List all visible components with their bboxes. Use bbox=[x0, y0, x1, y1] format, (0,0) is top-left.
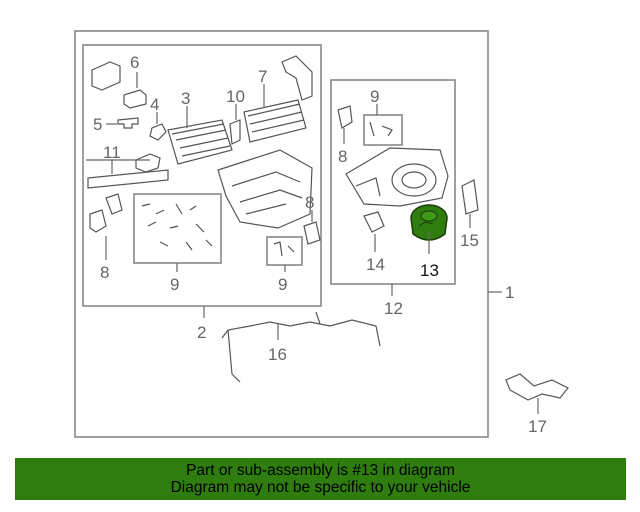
info-banner: Part or sub-assembly is #13 in diagram D… bbox=[15, 458, 626, 500]
part-4 bbox=[149, 123, 167, 141]
callout-6: 6 bbox=[130, 53, 139, 72]
callout-13: 13 bbox=[420, 261, 439, 280]
callout-12: 12 bbox=[384, 299, 403, 318]
callout-3: 3 bbox=[181, 89, 190, 108]
banner-line-2: Diagram may not be specific to your vehi… bbox=[170, 479, 471, 496]
part-9-set-a bbox=[141, 203, 213, 251]
callout-8-left: 8 bbox=[100, 263, 109, 282]
part-7 bbox=[243, 55, 313, 143]
callout-10: 10 bbox=[226, 87, 245, 106]
part-9-box-b bbox=[363, 114, 403, 146]
blower-case bbox=[345, 147, 449, 207]
part-9-set-c bbox=[273, 241, 295, 257]
callout-4: 4 bbox=[150, 95, 159, 114]
part-10 bbox=[229, 119, 241, 145]
part-6 bbox=[91, 61, 147, 109]
part-13-blower-motor[interactable] bbox=[410, 204, 448, 241]
part-11 bbox=[87, 153, 169, 189]
callout-9-b: 9 bbox=[370, 87, 379, 106]
part-8-right bbox=[337, 105, 353, 129]
part-16 bbox=[221, 311, 381, 383]
callout-16: 16 bbox=[268, 345, 287, 364]
callout-11: 11 bbox=[103, 143, 121, 162]
part-8-left bbox=[89, 193, 123, 233]
part-5 bbox=[117, 117, 139, 129]
callout-9-a: 9 bbox=[170, 275, 179, 294]
callout-14: 14 bbox=[366, 255, 385, 274]
part-14 bbox=[363, 211, 385, 233]
subassembly-2-frame bbox=[82, 44, 322, 307]
part-15 bbox=[461, 179, 479, 215]
part-8-middle bbox=[303, 221, 321, 245]
parts-diagram: 6 5 4 3 7 10 11 8 bbox=[74, 30, 569, 438]
callout-15: 15 bbox=[460, 231, 479, 250]
callout-5: 5 bbox=[93, 115, 102, 134]
part-3 bbox=[167, 119, 233, 165]
callout-2: 2 bbox=[197, 323, 206, 342]
callout-7: 7 bbox=[258, 67, 267, 86]
assembly-frame bbox=[74, 30, 489, 438]
part-9-box-c bbox=[266, 236, 303, 266]
part-9-set-b bbox=[369, 121, 393, 137]
banner-line-1: Part or sub-assembly is #13 in diagram bbox=[186, 462, 455, 479]
callout-8-right: 8 bbox=[338, 147, 347, 166]
callout-9-c: 9 bbox=[278, 275, 287, 294]
subassembly-12-frame bbox=[330, 79, 456, 285]
part-17 bbox=[505, 373, 569, 401]
heater-case bbox=[217, 149, 313, 229]
callout-1: 1 bbox=[505, 283, 514, 302]
callout-8-middle: 8 bbox=[305, 193, 314, 212]
callout-17: 17 bbox=[528, 417, 547, 436]
